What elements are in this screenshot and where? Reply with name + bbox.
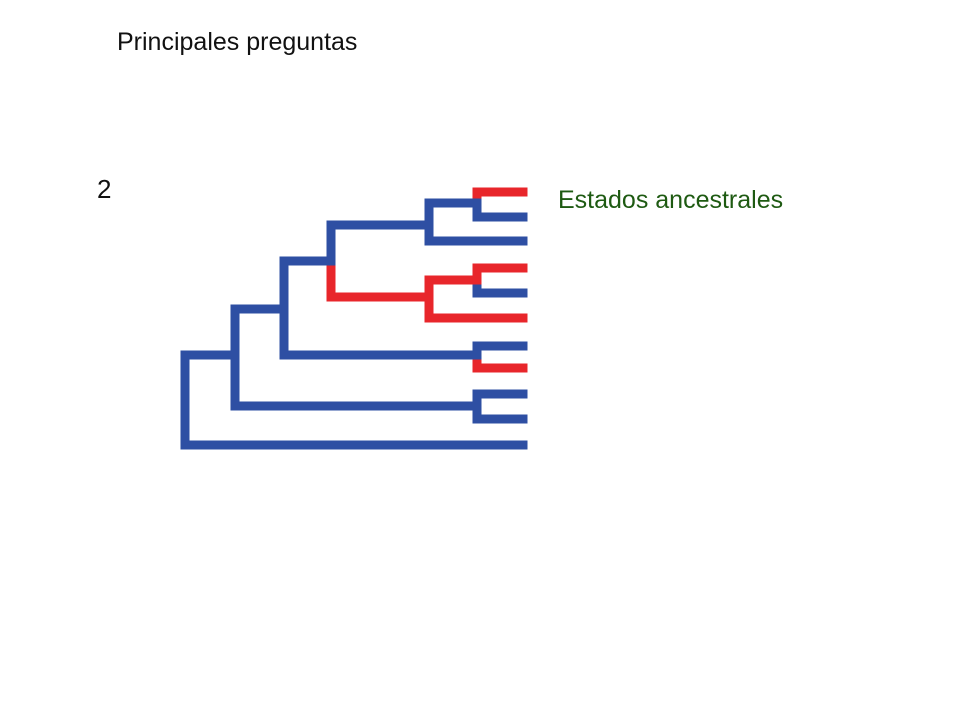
- slide-number: 2: [97, 174, 112, 204]
- tree-branches: [180, 187, 528, 450]
- tree-caption: Estados ancestrales: [558, 186, 784, 214]
- slide-title: Principales preguntas: [117, 28, 358, 56]
